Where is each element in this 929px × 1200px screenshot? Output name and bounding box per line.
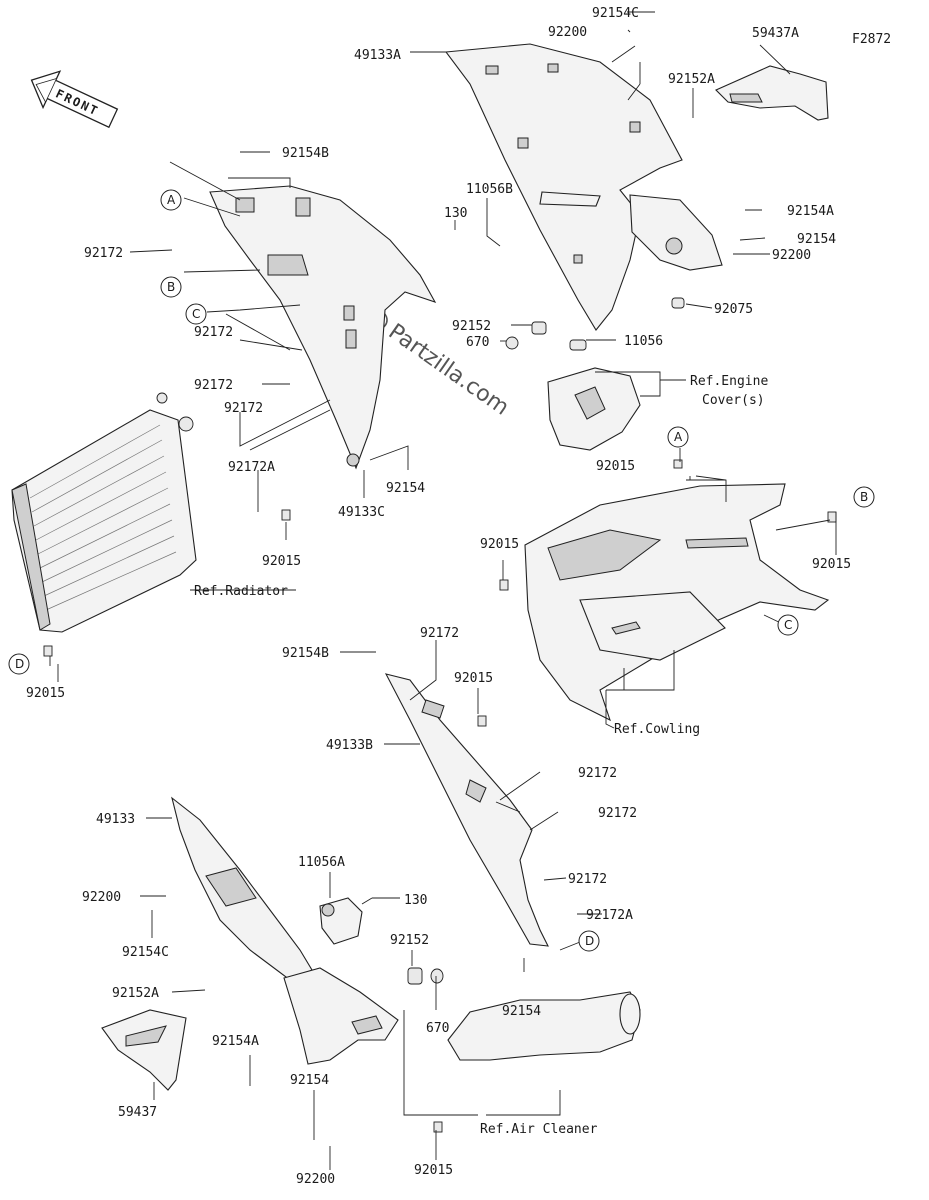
label-670-lower: 670 [426,1021,449,1036]
label-92154-right: 92154 [797,232,836,247]
label-92172-b: 92172 [194,325,233,340]
part-49133a-cover [444,43,723,331]
hardware-items [43,297,837,1133]
svg-text:D: D [15,657,24,671]
label-11056a: 11056A [298,855,345,870]
label-130-top: 130 [444,206,467,221]
figure-code: F2872 [852,32,891,47]
label-11056b: 11056B [466,182,513,197]
label-92015-g: 92015 [414,1163,453,1178]
callout-b-left: B [160,276,182,298]
label-92200-right: 92200 [772,248,811,263]
label-130-lower: 130 [404,893,427,908]
label-92152-lower: 92152 [390,933,429,948]
label-92152a-top: 92152A [668,72,715,87]
label-92015-c: 92015 [262,554,301,569]
part-59437-duct [101,1009,187,1091]
watermark-text: Partzilla.com [384,319,514,420]
callout-circles: A B C A B C D D [8,189,875,952]
label-92154-lower-right: 92154 [502,1004,541,1019]
part-radiator-ref [11,392,197,633]
label-49133: 49133 [96,812,135,827]
label-59437a: 59437A [752,26,799,41]
part-cowling-ref [524,483,830,722]
label-92154-mid: 92154 [386,481,425,496]
label-49133b: 49133B [326,738,373,753]
label-92172-g: 92172 [598,806,637,821]
label-92200-bottom: 92200 [296,1172,335,1187]
label-92152-top: 92152 [452,319,491,334]
part-labels: 92154C 92200 49133A 59437A 92152A 92154B… [26,6,891,1187]
front-arrow-icon: FRONT [30,70,119,129]
label-670-top: 670 [466,335,489,350]
label-92154-lower-left: 92154 [290,1073,329,1088]
label-92200-lower: 92200 [82,890,121,905]
label-92172a-top: 92172A [228,460,275,475]
label-ref-cowling: Ref.Cowling [614,722,700,737]
label-92154b-mid: 92154B [282,646,329,661]
svg-text:C: C [192,307,200,321]
label-92154c-lower: 92154C [122,945,169,960]
label-92015-d: 92015 [812,557,851,572]
svg-text:A: A [167,193,176,207]
part-11056a-bracket [319,897,363,945]
label-92172-h: 92172 [568,872,607,887]
label-11056: 11056 [624,334,663,349]
part-49133b-inner-cover [384,673,549,947]
label-92015-e: 92015 [26,686,65,701]
label-59437: 59437 [118,1105,157,1120]
svg-text:C: C [784,618,792,632]
part-59437a-duct [715,65,829,121]
label-92172-a: 92172 [84,246,123,261]
label-92015-b: 92015 [480,537,519,552]
part-49133-lower-cover [171,796,399,1065]
svg-text:B: B [167,280,175,294]
callout-c-left: C [185,303,207,325]
label-49133a: 49133A [354,48,401,63]
label-92152a-lower: 92152A [112,986,159,1001]
part-air-cleaner-ref [447,991,641,1061]
label-92172a-lower: 92172A [586,908,633,923]
label-92015-a: 92015 [596,459,635,474]
label-ref-engine: Ref.Engine [690,374,768,389]
callout-d-left: D [8,653,30,675]
callout-c-right: C [777,614,799,636]
label-ref-air-cleaner: Ref.Air Cleaner [480,1122,598,1137]
leader-lines [49,11,837,1170]
part-49133c-inner-cover [209,185,437,470]
callout-d-right: D [578,930,600,952]
svg-text:D: D [585,934,594,948]
label-92172-e: 92172 [420,626,459,641]
callout-a-left: A [160,189,182,211]
label-92172-c: 92172 [194,378,233,393]
svg-text:A: A [674,430,683,444]
svg-text:B: B [860,490,868,504]
label-92075: 92075 [714,302,753,317]
label-92172-d: 92172 [224,401,263,416]
callout-a-right: A [667,426,689,448]
label-ref-radiator: Ref.Radiator [194,584,288,599]
label-ref-engine-covers: Cover(s) [702,393,765,408]
label-92154b-top: 92154B [282,146,329,161]
label-92154a-lower: 92154A [212,1034,259,1049]
label-92154c-top: 92154C [592,6,639,21]
part-engine-cover-ref [547,367,641,451]
callout-b-right: B [853,486,875,508]
label-92154a-right: 92154A [787,204,834,219]
label-92015-f: 92015 [454,671,493,686]
label-92172-f: 92172 [578,766,617,781]
label-49133c: 49133C [338,505,385,520]
label-92200-top: 92200 [548,25,587,40]
